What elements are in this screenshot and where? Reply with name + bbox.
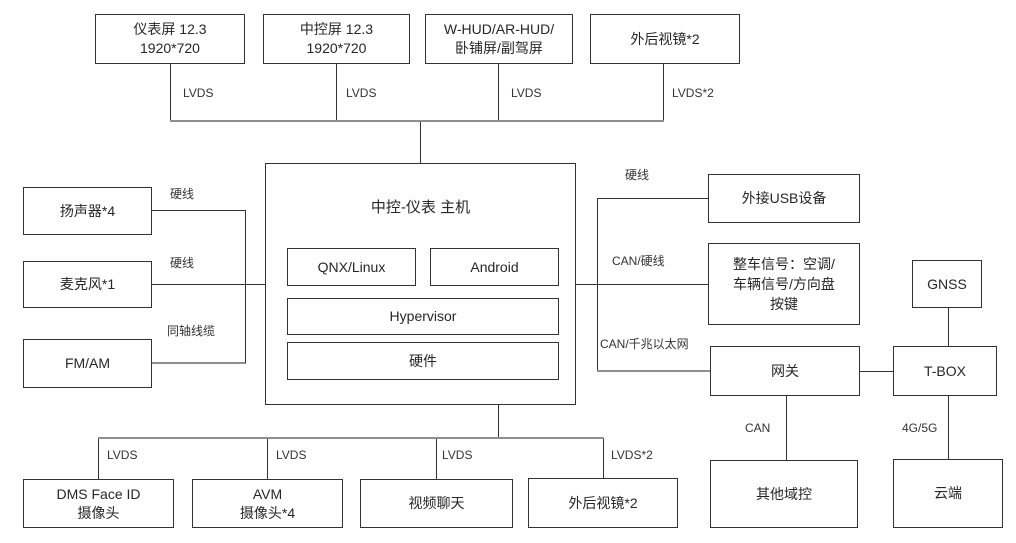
node-cloud: 云端 [893,459,1003,528]
node-microphone: 麦克风*1 [23,261,152,308]
connector-line [152,284,265,285]
node-hardware: 硬件 [287,342,559,380]
node-label: 云端 [934,485,962,501]
node-label: 仪表屏 12.3 [133,21,207,37]
node-label: 卧铺屏/副驾屏 [455,40,543,56]
node-hud-screen: W-HUD/AR-HUD/ 卧铺屏/副驾屏 [425,14,573,64]
node-qnx-linux: QNX/Linux [287,248,416,286]
node-label: 外后视镜*2 [630,30,700,47]
node-label: GNSS [927,275,967,292]
edge-label-lvds2: LVDS*2 [611,448,653,462]
node-label: 视频聊天 [408,495,465,511]
connector-line [576,284,708,285]
node-label: AVM [252,485,283,502]
connector-line [860,371,893,372]
node-tbox: T-BOX [893,346,997,396]
node-speaker: 扬声器*4 [23,187,152,235]
connector-line [170,64,171,121]
edge-label-lvds: LVDS [107,448,138,462]
node-label: W-HUD/AR-HUD/ [443,21,555,37]
node-label: QNX/Linux [317,258,386,275]
edge-label-can-hardwire: CAN/硬线 [612,254,665,268]
node-other-domain-controller: 其他域控 [710,460,858,528]
connector-line [498,405,499,438]
connector-line [152,210,246,211]
edge-label-lvds2: LVDS*2 [672,86,714,100]
node-host: 中控-仪表 主机 QNX/Linux Android Hypervisor 硬件 [265,163,576,405]
node-gnss: GNSS [912,260,982,308]
node-label: 摄像头 [77,504,120,521]
connector-line [420,122,421,163]
node-center-screen: 中控屏 12.3 1920*720 [263,14,410,64]
node-avm-camera: AVM 摄像头*4 [192,479,343,528]
node-label: 摄像头*4 [239,504,296,521]
edge-label-coax: 同轴线缆 [167,324,216,338]
node-label: 中控屏 12.3 [299,21,374,37]
node-instrument-screen: 仪表屏 12.3 1920*720 [95,14,245,64]
node-label: 硬件 [409,352,437,369]
edge-label-can: CAN [745,421,771,435]
node-label: Hypervisor [389,308,457,324]
node-label: FM/AM [64,355,111,371]
node-android: Android [430,248,559,286]
host-title: 中控-仪表 主机 [370,199,471,216]
node-usb-device: 外接USB设备 [708,174,860,223]
node-label: 按键 [770,296,798,312]
connector-line [498,64,499,121]
connector-line [948,308,949,346]
connector-line [597,370,710,372]
node-vehicle-signal: 整车信号：空调/ 车辆信号/方向盘 按键 [708,243,860,325]
node-label: 外接USB设备 [741,190,827,206]
connector-line [948,396,949,459]
connector-line [267,439,268,479]
node-video-chat: 视频聊天 [360,479,513,528]
edge-label-lvds: LVDS [276,448,307,462]
edge-label-lvds: LVDS [346,86,377,100]
node-hypervisor: Hypervisor [287,298,559,335]
connector-line [597,198,708,199]
node-fm-am: FM/AM [23,339,152,388]
edge-label-hardwire: 硬线 [170,187,195,201]
node-label: T-BOX [923,362,966,379]
connector-left-trunk [245,210,246,363]
connector-bottom-bus [98,437,604,439]
connector-line [663,64,664,121]
edge-label-can-ethernet: CAN/千兆以太网 [600,337,689,351]
node-label: 整车信号：空调/ [733,256,835,272]
node-label: 网关 [771,362,799,379]
edge-label-lvds: LVDS [442,448,473,462]
connector-top-bus [170,120,664,122]
connector-line [603,439,604,478]
node-gateway: 网关 [710,346,860,396]
node-label: 车辆信号/方向盘 [733,276,835,292]
connector-line [336,64,337,121]
connector-line [98,439,99,479]
edge-label-lvds: LVDS [511,86,542,100]
node-label: 其他域控 [756,485,812,502]
node-exterior-mirror-top: 外后视镜*2 [590,14,740,64]
edge-label-lvds: LVDS [183,86,214,100]
connector-line [436,439,437,479]
connector-right-trunk [597,198,598,372]
node-label: Android [470,258,519,275]
connector-line [152,362,246,364]
node-label: 麦克风*1 [59,276,116,292]
edge-label-4g5g: 4G/5G [902,421,938,435]
edge-label-hardwire: 硬线 [625,168,650,182]
node-exterior-mirror-bottom: 外后视镜*2 [528,478,678,528]
connector-line [786,396,787,460]
node-label: DMS Face ID [56,485,141,502]
node-dms-camera: DMS Face ID 摄像头 [23,479,174,528]
node-label: 外后视镜*2 [568,494,638,511]
node-label: 1920*720 [306,40,367,56]
edge-label-hardwire: 硬线 [170,256,195,270]
node-label: 扬声器*4 [59,202,116,219]
node-label: 1920*720 [140,40,200,56]
